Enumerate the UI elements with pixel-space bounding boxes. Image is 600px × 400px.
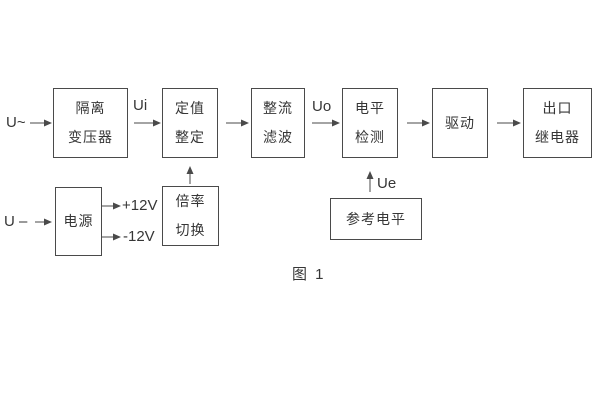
box-ratio-switch: 倍率 切换 [162,186,219,246]
label-dc-input: U – [4,213,28,230]
figure-caption: 图 1 [292,266,326,283]
box-power-supply: 电源 [55,187,102,256]
label-signal-ui: Ui [133,97,148,114]
box-isolation-transformer: 隔离 变压器 [53,88,128,158]
box-output-relay: 出口 继电器 [523,88,592,158]
label-plus12v: +12V [122,197,158,214]
label-signal-ue: Ue [377,175,397,192]
box-reference-level: 参考电平 [330,198,422,240]
box-rectifier-filter: 整流 滤波 [251,88,305,158]
box-driver: 驱动 [432,88,488,158]
box-level-detect: 电平 检测 [342,88,398,158]
label-ac-input: U~ [6,114,26,131]
label-signal-uo: Uo [312,98,332,115]
label-minus12v: -12V [123,228,155,245]
box-setting-adjust: 定值 整定 [162,88,218,158]
